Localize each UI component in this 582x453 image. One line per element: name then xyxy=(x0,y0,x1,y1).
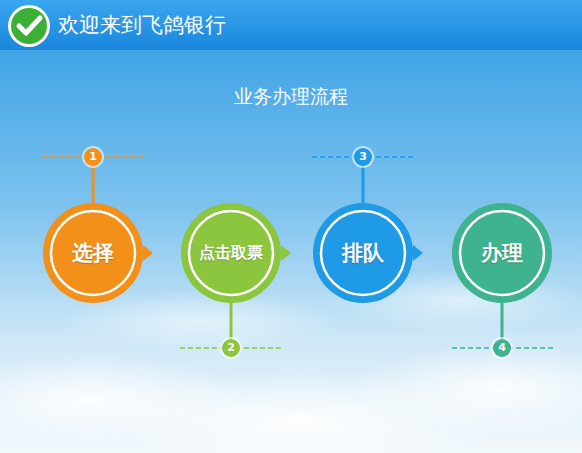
header-text: 欢迎来到飞鸽银行 xyxy=(58,11,226,39)
step-circle: 排队 xyxy=(312,202,414,304)
step-circle: 办理 xyxy=(451,202,553,304)
step-label: 选择 xyxy=(72,239,114,267)
callout-number: 2 xyxy=(222,339,240,357)
callout-number: 4 xyxy=(493,339,511,357)
callout-number: 1 xyxy=(84,148,102,166)
step-circle: 点击取票 xyxy=(180,202,282,304)
step-label: 排队 xyxy=(342,239,384,267)
callout-number: 3 xyxy=(354,148,372,166)
step-circle: 选择 xyxy=(42,202,144,304)
diagram-title: 业务办理流程 xyxy=(234,84,348,110)
step-label: 点击取票 xyxy=(199,243,263,264)
step-label: 办理 xyxy=(481,239,523,267)
